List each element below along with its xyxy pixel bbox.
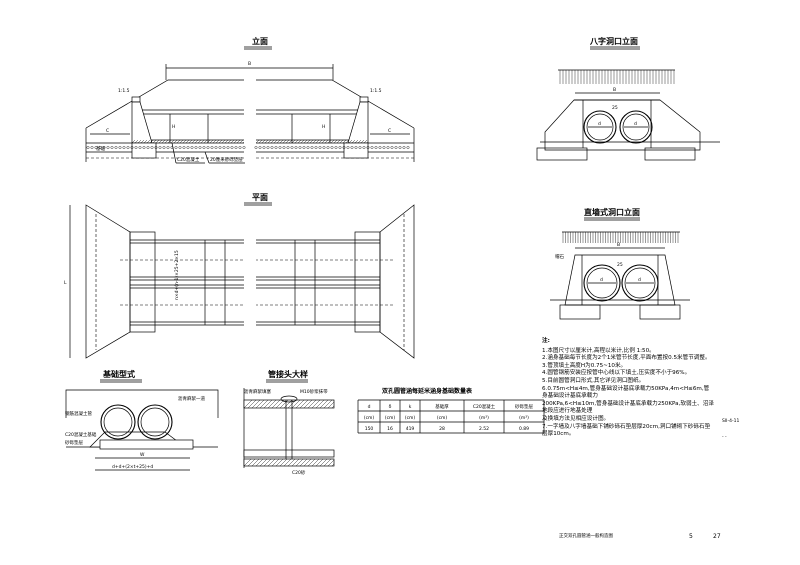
mortar-ring-callout: M10砂浆抹带 xyxy=(300,388,328,395)
sheet-number: 5 xyxy=(689,533,693,540)
joint-detail-title: 管接头大样 xyxy=(268,369,308,379)
table-cell: 16 xyxy=(387,426,393,432)
gravel-callout-2: 砂砾垫层 xyxy=(65,439,83,446)
table-cell: 419 xyxy=(406,426,415,432)
notes: 注: 1.本图尺寸以厘米计,高程以米计,比例 1:50。2.涵身基础每节长度为2… xyxy=(542,338,714,439)
pipe-gap-label-2: 25 xyxy=(617,262,623,268)
felt-callout: 沥青麻絮填塞 xyxy=(244,388,271,395)
foundation-total-label: d+d+(2×t+25)+d xyxy=(112,464,153,470)
foundation-w-label: W xyxy=(140,452,145,458)
c20-callout: C20砂 xyxy=(292,469,306,476)
foundation-detail: 基础型式 W d+d+(2×t+25)+d 钢筋混凝土管 沥青麻絮一道 C20混… xyxy=(65,369,219,471)
note-item: 7.一字墙及八字墙基础下铺砂砾石垫层厚20cm,洞口铺砌下砂砾石垫层厚10cm。 xyxy=(542,423,711,438)
table-unit: (cm) xyxy=(364,415,375,421)
joint-callout: 沥青麻絮一道 xyxy=(178,395,205,402)
elevation-length-label: B xyxy=(248,61,251,67)
total-sheets: 27 xyxy=(713,533,721,540)
quantity-table: 双孔圆管涵每延米涵身基础数量表 d (cm) 150 δ (cm) 16 k (cm) 419 基… xyxy=(357,387,545,434)
table-cell: 0.89 xyxy=(519,426,529,432)
pipe-gap-label: 25 xyxy=(612,105,618,111)
note-item: 3.管顶填土高度H为0.75~10米。 xyxy=(542,362,627,369)
table-unit: (cm) xyxy=(437,415,448,421)
straight-front-title: 直墙式洞口立面 xyxy=(584,207,640,217)
straight-wall-front-view: 直墙式洞口立面 B 帽石 d d 25 xyxy=(550,207,690,320)
note-item: 200KPa,6<H≤10m,管身基础设计基底承载力250KPa,软弱土、沼泽地… xyxy=(542,400,714,415)
joint-detail: 管接头大样 沥青麻絮填塞 M10砂浆抹带 C20砂 xyxy=(243,369,335,476)
pipe-d-label-4: d xyxy=(638,277,641,283)
slope-label-left: 1:1.5 xyxy=(118,88,130,94)
plan-title: 平面 xyxy=(252,193,268,202)
pipe-d-label-3: d xyxy=(600,277,603,283)
table-cell: 150 xyxy=(365,426,374,432)
note-item: 2.涵身基础每节长度为2个1米管节长度,平面布置按0.5米管节调整。 xyxy=(542,355,711,362)
wingwall-front-title: 八字洞口立面 xyxy=(589,36,638,46)
plan-view: 平面 L n×d+(n-1)×25+2×15 xyxy=(64,193,415,359)
table-header: d xyxy=(368,404,371,410)
concrete-callout: C20混凝土 xyxy=(177,156,200,163)
cap-stone-label: 帽石 xyxy=(555,253,564,260)
note-item: 6.0.75m<H≤4m,管身基础设计基底承载力50KPa,4m<H≤6m,管身… xyxy=(542,385,710,400)
wingwall-front-view: 八字洞口立面 B d d 25 xyxy=(536,36,720,161)
table-unit: (m³) xyxy=(479,415,489,421)
table-cell: 28 xyxy=(439,426,445,432)
drawing-code: SII-4-11 xyxy=(722,418,739,424)
concrete-base-callout: C20混凝土基础 xyxy=(65,431,97,438)
elevation-title: 立面 xyxy=(252,36,268,46)
note-item: 1.本图尺寸以厘米计,高程以米计,比例 1:50。 xyxy=(542,347,655,354)
c-label-left: C xyxy=(106,128,109,134)
table-header: 基础厚 xyxy=(435,403,449,410)
elevation-h-label-right: H xyxy=(322,124,325,130)
table-header: k xyxy=(409,404,412,410)
plan-width-formula: n×d+(n-1)×25+2×15 xyxy=(174,250,180,300)
pipe-callout: 钢筋混凝土管 xyxy=(65,410,92,417)
elevation-view: 立面 1:1.5 1:1.5 B C C 基础 C20混凝土 20厘米砂砾垫层 … xyxy=(85,36,415,170)
table-unit: (m³) xyxy=(519,415,529,421)
footer-mark: - - xyxy=(722,435,727,440)
table-header: C20混凝土 xyxy=(473,403,496,410)
table-cell: 2.52 xyxy=(479,426,489,432)
table-unit: (cm) xyxy=(405,415,416,421)
gravel-callout: 20厘米砂砾垫层 xyxy=(210,156,243,163)
table-header: δ xyxy=(389,404,392,410)
table-title: 双孔圆管涵每延米涵身基础数量表 xyxy=(382,387,473,395)
notes-heading: 注: xyxy=(542,338,550,344)
table-header: 砂砾垫层 xyxy=(515,403,533,410)
straight-width-label: B xyxy=(617,242,620,248)
slope-label-right: 1:1.5 xyxy=(370,88,382,94)
elevation-h-label: H xyxy=(172,124,175,130)
note-item: 4.圆管钢筋安装应按管中心线以下填土,压实度不小于96%。 xyxy=(542,370,691,377)
plan-length-label: L xyxy=(64,280,67,286)
note-item: 及换填方法见相应设计图。 xyxy=(542,415,610,422)
c-label-right: C xyxy=(388,128,391,134)
table-unit: (cm) xyxy=(385,415,396,421)
pipe-d-label-1: d xyxy=(598,121,601,127)
drawing-title: 正交双孔圆管涵一般构造图 xyxy=(559,532,613,539)
wingwall-width-label: B xyxy=(613,87,616,93)
pipe-d-label-2: d xyxy=(634,121,637,127)
foundation-title: 基础型式 xyxy=(102,369,135,379)
note-item: 5.目前圆管洞口形式,其它详见洞口图纸。 xyxy=(542,377,645,384)
